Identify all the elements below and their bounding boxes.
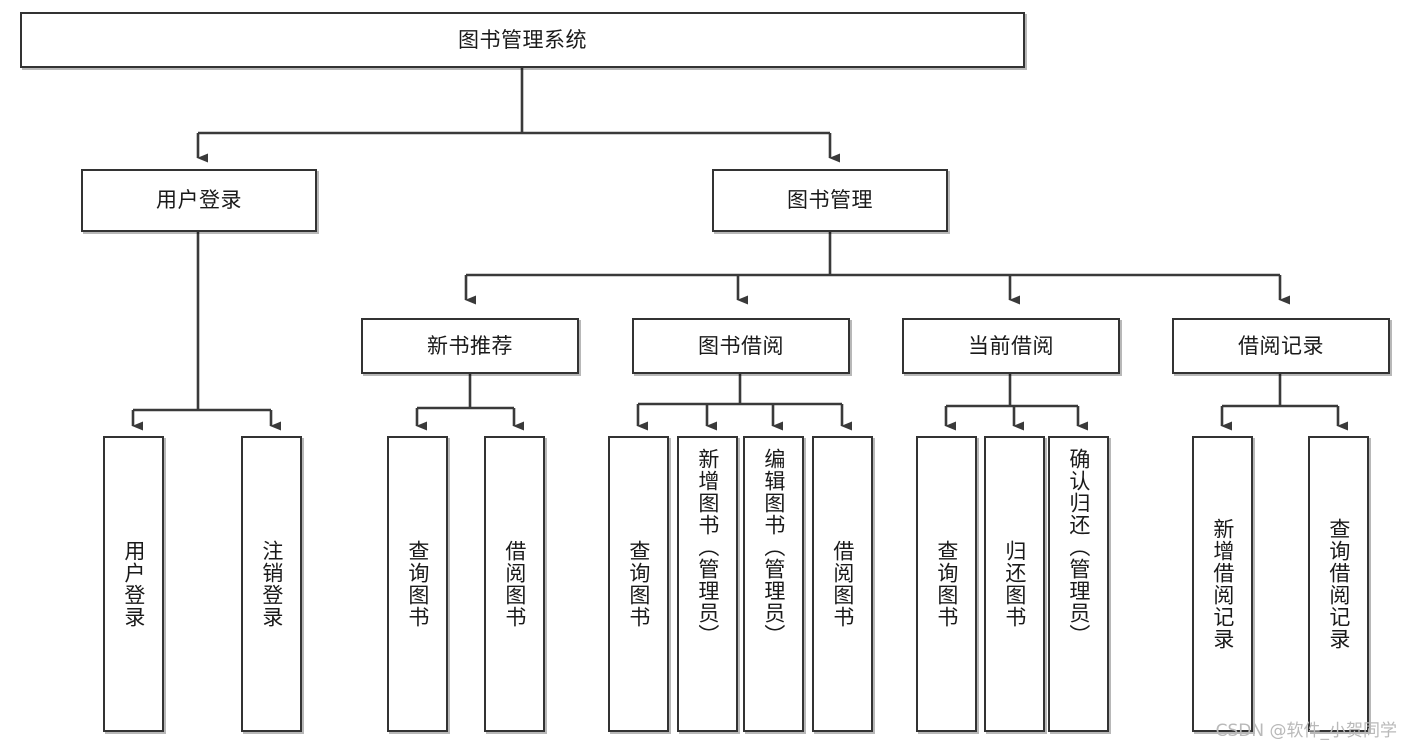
node-label: 图书借阅 <box>698 333 784 358</box>
node-label: 查询图书 <box>626 540 651 628</box>
node-book-management[interactable]: 图书管理 <box>712 169 948 232</box>
node-borrow-record[interactable]: 借阅记录 <box>1172 318 1390 374</box>
csdn-watermark: CSDN @软件_小贺同学 <box>1215 721 1397 741</box>
leaf-book-borrow-borrow[interactable]: 借阅图书 <box>812 436 873 732</box>
node-label: 新增借阅记录 <box>1210 518 1235 650</box>
node-label: 归还图书 <box>1002 540 1027 628</box>
leaf-current-borrow-return[interactable]: 归还图书 <box>984 436 1045 732</box>
node-label: 新书推荐 <box>427 333 513 358</box>
node-label: 图书管理 <box>787 188 873 212</box>
leaf-user-login-logout[interactable]: 注销登录 <box>241 436 302 732</box>
node-label: 借阅图书 <box>830 540 855 628</box>
node-label: 查询借阅记录 <box>1326 518 1351 650</box>
node-label: 查询图书 <box>405 540 430 628</box>
node-label: 确认归还（管理员） <box>1066 448 1091 646</box>
leaf-user-login-login[interactable]: 用户登录 <box>103 436 164 732</box>
node-label: 查询图书 <box>934 540 959 628</box>
leaf-borrow-record-query[interactable]: 查询借阅记录 <box>1308 436 1369 732</box>
leaf-book-borrow-query[interactable]: 查询图书 <box>608 436 669 732</box>
node-current-borrow[interactable]: 当前借阅 <box>902 318 1120 374</box>
leaf-current-borrow-confirm-return[interactable]: 确认归还（管理员） <box>1048 436 1109 732</box>
leaf-book-borrow-edit[interactable]: 编辑图书（管理员） <box>743 436 804 732</box>
node-label: 当前借阅 <box>968 333 1054 358</box>
leaf-new-book-borrow[interactable]: 借阅图书 <box>484 436 545 732</box>
node-label: 新增图书（管理员） <box>695 448 720 646</box>
node-label: 借阅记录 <box>1238 333 1324 358</box>
leaf-borrow-record-add[interactable]: 新增借阅记录 <box>1192 436 1253 732</box>
leaf-current-borrow-query[interactable]: 查询图书 <box>916 436 977 732</box>
node-book-borrow[interactable]: 图书借阅 <box>632 318 850 374</box>
node-new-book-recommend[interactable]: 新书推荐 <box>361 318 579 374</box>
node-label: 注销登录 <box>259 540 284 628</box>
node-label: 用户登录 <box>156 188 242 212</box>
node-label: 编辑图书（管理员） <box>761 448 786 646</box>
leaf-new-book-query[interactable]: 查询图书 <box>387 436 448 732</box>
node-user-login[interactable]: 用户登录 <box>81 169 317 232</box>
node-root-system[interactable]: 图书管理系统 <box>20 12 1025 68</box>
node-label: 用户登录 <box>121 540 146 628</box>
node-label: 图书管理系统 <box>458 27 587 52</box>
node-label: 借阅图书 <box>502 540 527 628</box>
leaf-book-borrow-add[interactable]: 新增图书（管理员） <box>677 436 738 732</box>
